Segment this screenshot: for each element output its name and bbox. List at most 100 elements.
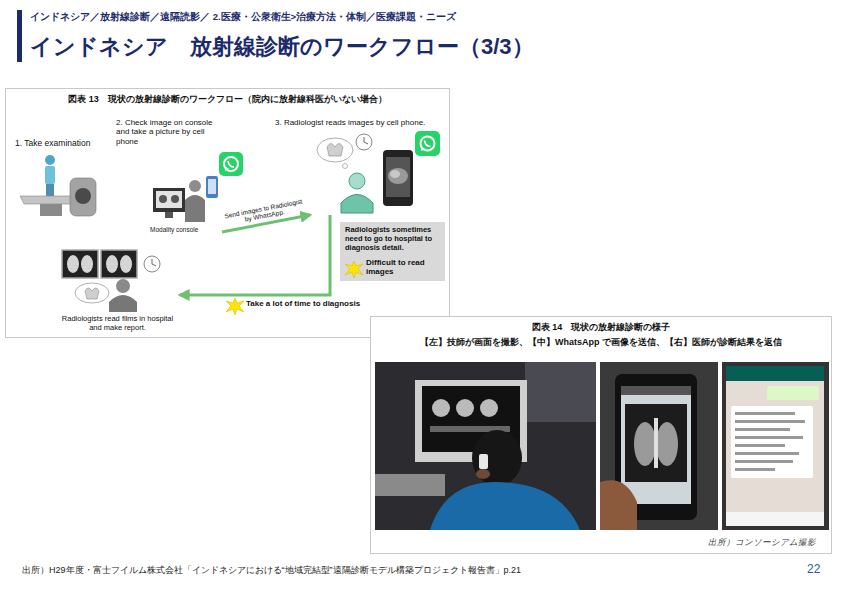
photo-technician [476, 469, 490, 479]
photo-phone-xray [600, 362, 718, 530]
photo-technician [432, 399, 450, 417]
photo-chat-reply [735, 436, 803, 439]
thought-bubble [317, 138, 353, 162]
process-step: 2. Check image on console and take a pic… [110, 118, 222, 240]
modality-console [165, 212, 173, 218]
node-text: 2. Check image on console and take a pic… [110, 118, 222, 146]
callout-burst [345, 261, 363, 278]
thought-bubble [343, 164, 348, 169]
photo-chat-reply [767, 386, 819, 400]
ct-scanner [70, 178, 96, 216]
whatsapp-icon [228, 161, 234, 167]
photo-chat-reply [731, 406, 813, 478]
ct-scanner [20, 178, 96, 216]
thought-bubble [75, 283, 109, 303]
cell-phone [383, 150, 413, 206]
cell-phone [208, 179, 216, 194]
photo-chat-reply [735, 412, 795, 415]
photo-chat-reply [722, 362, 829, 530]
radiologist-figure [109, 295, 137, 312]
whatsapp-icon [219, 152, 243, 176]
callout-burst [226, 298, 244, 315]
photo-phone-xray [634, 422, 656, 466]
photo-technician [375, 362, 596, 530]
photo-chat-reply [726, 366, 824, 381]
thought-bubble [75, 283, 109, 303]
note-box: Radiologists sometimes need to go to hos… [340, 222, 445, 281]
title-bar [17, 10, 22, 62]
breadcrumb: インドネシア／放射線診断／遠隔読影／ 2.医療・公衆衛生>治療方法・体制／医療課… [30, 11, 456, 24]
modality-console [156, 191, 182, 208]
cell-phone [206, 176, 218, 198]
photo-chat-reply [735, 444, 785, 447]
photo-chat-reply [726, 366, 824, 526]
node-text: 1. Take examination [15, 138, 110, 148]
photo-technician [479, 454, 488, 469]
cell-phone [383, 150, 413, 206]
technician-figure [189, 180, 201, 192]
node-text: Radiologists sometimes need to go to hos… [345, 226, 440, 256]
photo-chat-reply [735, 460, 793, 463]
photo-phone-xray [600, 480, 637, 530]
film-images [67, 255, 79, 273]
ct-scanner [40, 204, 62, 216]
page-title: インドネシア 放射線診断のワークフロー（3/3） [30, 32, 534, 62]
photo-phone-xray [656, 422, 678, 466]
edge-label: Send images to Radiologist by WhatsApp. [222, 197, 305, 227]
figure-panel: 図表 14 現状の放射線診断の様子【左】技師が画面を撮影、【中】WhatsApp… [370, 316, 832, 554]
ct-scanner [75, 188, 91, 204]
photo-technician [430, 482, 580, 530]
whatsapp-icon [425, 141, 431, 147]
patient-figure [46, 184, 54, 196]
photo-strip [375, 362, 829, 532]
modality-console [153, 188, 185, 218]
photo-chat-reply [735, 420, 805, 423]
clock-icon [356, 134, 372, 150]
modality-console [159, 195, 167, 203]
process-step: Radiologists read films in hospital and … [55, 245, 180, 335]
radiologist-figure [109, 279, 137, 312]
whatsapp-icon [421, 147, 425, 151]
callout-burst [345, 261, 363, 278]
whatsapp-icon [225, 167, 229, 171]
clock-icon [356, 134, 372, 150]
photo-phone-xray [625, 404, 687, 482]
thought-bubble [85, 288, 99, 299]
whatsapp-icon [415, 131, 440, 156]
radiologist-figure [349, 173, 365, 189]
photo-technician [525, 362, 596, 422]
technician-figure [185, 195, 205, 222]
whatsapp-icon [415, 131, 440, 156]
edge-label: Take a lot of time to diagnosis [246, 300, 360, 309]
source-note: 出所）H29年度・富士フイルム株式会社「インドネシアにおける“地域完結型”遠隔診… [22, 564, 521, 577]
page-number: 22 [807, 562, 820, 576]
modality-console [171, 195, 179, 203]
film-images [81, 255, 93, 273]
film-images [62, 250, 137, 278]
node-subtext: Difficult to read images [345, 256, 440, 278]
photo-phone-xray [621, 386, 691, 395]
photo-technician [456, 399, 474, 417]
node-text: 3. Radiologist reads images by cell phon… [275, 118, 445, 127]
part-label: Modality console [150, 226, 198, 233]
film-images [62, 250, 98, 278]
film-images [120, 255, 132, 273]
node-subtext: 【左】技師が画面を撮影、【中】WhatsApp で画像を送信、【右】医師が診断結… [371, 333, 831, 348]
process-step: 1. Take examination [15, 138, 110, 223]
clock-icon [144, 256, 160, 272]
patient-figure [45, 155, 55, 165]
photo-chat-reply [722, 362, 829, 530]
source-note: 出所）コンソーシアム撮影 [708, 537, 816, 549]
photo-technician [472, 430, 522, 486]
photo-technician [480, 399, 498, 417]
photo-phone-xray [600, 362, 718, 530]
film-images [101, 250, 137, 278]
radiologist-figure [341, 173, 373, 213]
clock-icon [364, 137, 368, 144]
callout-burst [226, 298, 244, 315]
clock-icon [144, 256, 160, 272]
node-text: 図表 14 現状の放射線診断の様子 [371, 317, 831, 333]
clock-icon [152, 259, 156, 266]
patient-figure [45, 166, 55, 184]
